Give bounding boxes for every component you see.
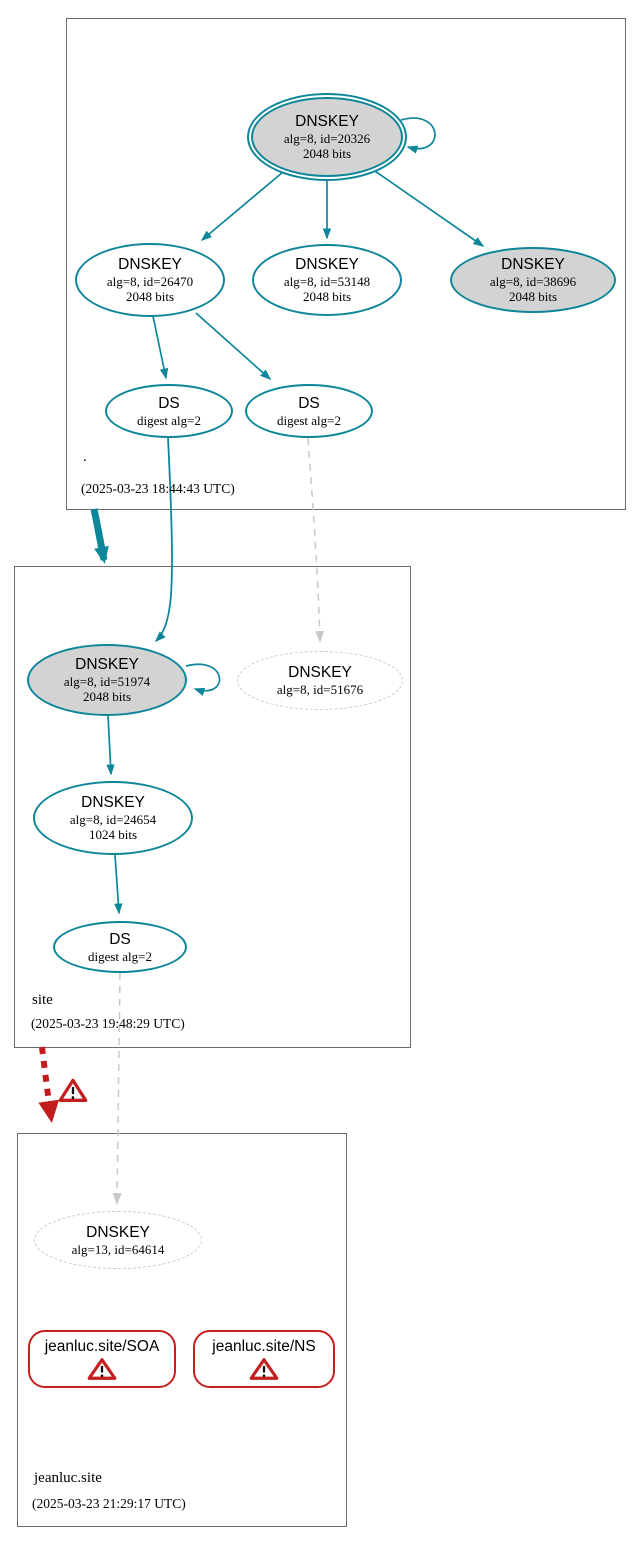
node-title: DNSKEY	[118, 256, 182, 273]
node-detail: alg=8, id=51676	[276, 682, 364, 697]
dnskey-node-20326[interactable]: DNSKEY alg=8, id=20326 2048 bits	[251, 97, 403, 177]
zone-timestamp-root: (2025-03-23 18:44:43 UTC)	[81, 481, 235, 496]
node-detail: alg=8, id=20326	[283, 131, 371, 146]
edge-delegation-root-site	[90, 508, 109, 564]
node-title: DNSKEY	[86, 1223, 150, 1241]
rrset-node-soa[interactable]: jeanluc.site/SOA	[28, 1330, 176, 1388]
node-detail: digest alg=2	[276, 412, 342, 428]
ds-node-root-2[interactable]: DS digest alg=2	[245, 384, 373, 438]
node-detail: 2048 bits	[302, 289, 352, 304]
node-detail: alg=8, id=26470	[106, 274, 194, 289]
zone-timestamp-jeanluc-site: (2025-03-23 21:29:17 UTC)	[32, 1496, 186, 1511]
node-detail: 2048 bits	[125, 289, 175, 304]
node-title: DS	[298, 394, 320, 412]
warning-icon	[249, 1357, 279, 1380]
node-detail: 1024 bits	[88, 827, 138, 842]
node-title: DNSKEY	[501, 256, 565, 273]
node-title: DNSKEY	[75, 656, 139, 673]
zone-box-root	[66, 18, 626, 510]
node-detail: alg=8, id=38696	[489, 274, 577, 289]
ds-node-root-1[interactable]: DS digest alg=2	[105, 384, 233, 438]
node-detail: alg=13, id=64614	[71, 1241, 165, 1257]
zone-label-root: .	[83, 449, 87, 465]
dnskey-node-51974[interactable]: DNSKEY alg=8, id=51974 2048 bits	[27, 644, 187, 716]
node-detail: alg=8, id=53148	[283, 274, 371, 289]
node-title: DS	[158, 394, 180, 412]
node-detail: 2048 bits	[82, 689, 132, 704]
node-title: DNSKEY	[295, 113, 359, 130]
edge-delegation-site-jeanluc-insecure	[38, 1046, 60, 1123]
node-detail: 2048 bits	[302, 146, 352, 161]
zone-label-jeanluc-site: jeanluc.site	[34, 1470, 102, 1486]
node-detail: alg=8, id=24654	[69, 812, 157, 827]
node-title: DNSKEY	[295, 256, 359, 273]
node-title: DNSKEY	[81, 794, 145, 811]
dnskey-node-53148[interactable]: DNSKEY alg=8, id=53148 2048 bits	[252, 244, 402, 316]
zone-box-jeanluc-site	[17, 1133, 347, 1527]
warning-icon	[87, 1357, 117, 1380]
warning-icon	[58, 1078, 88, 1103]
node-detail: alg=8, id=51974	[63, 674, 151, 689]
dnskey-node-26470[interactable]: DNSKEY alg=8, id=26470 2048 bits	[75, 243, 225, 317]
zone-box-site	[14, 566, 411, 1048]
node-detail: digest alg=2	[136, 412, 202, 428]
zone-label-site: site	[32, 992, 53, 1008]
dnskey-node-51676-missing[interactable]: DNSKEY alg=8, id=51676	[237, 651, 403, 710]
node-title: jeanluc.site/SOA	[44, 1337, 160, 1355]
node-detail: digest alg=2	[87, 948, 153, 964]
node-title: jeanluc.site/NS	[212, 1337, 316, 1355]
dnskey-node-38696[interactable]: DNSKEY alg=8, id=38696 2048 bits	[450, 247, 616, 313]
dnskey-node-64614-missing[interactable]: DNSKEY alg=13, id=64614	[34, 1211, 202, 1269]
dnskey-node-24654[interactable]: DNSKEY alg=8, id=24654 1024 bits	[33, 781, 193, 855]
rrset-node-ns[interactable]: jeanluc.site/NS	[193, 1330, 335, 1388]
zone-timestamp-site: (2025-03-23 19:48:29 UTC)	[31, 1016, 185, 1031]
ds-node-site[interactable]: DS digest alg=2	[53, 921, 187, 973]
node-detail: 2048 bits	[508, 289, 558, 304]
node-title: DS	[109, 930, 131, 948]
node-title: DNSKEY	[288, 664, 352, 681]
